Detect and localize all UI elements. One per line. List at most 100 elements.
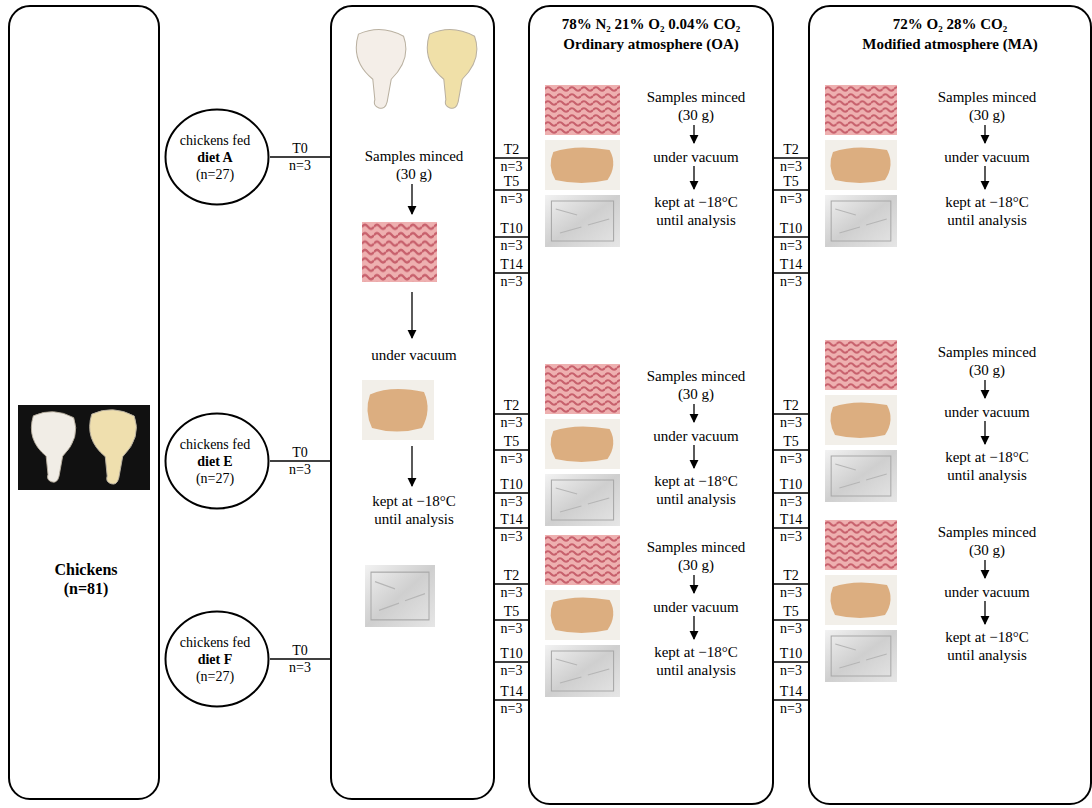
time-label: T2 bbox=[774, 142, 808, 157]
time-label: T14 bbox=[495, 684, 528, 699]
sample-count: n=3 bbox=[774, 238, 808, 253]
sample-count: n=3 bbox=[270, 158, 330, 173]
flow-arrow bbox=[411, 446, 412, 486]
node-text: Samples minced (30 g) bbox=[641, 538, 751, 574]
node-text: kept at −18°C until analysis bbox=[932, 448, 1042, 484]
time-label: T14 bbox=[774, 684, 808, 699]
sampling-line bbox=[774, 699, 808, 701]
chicken-photo bbox=[18, 405, 150, 490]
sampling-line bbox=[774, 189, 808, 191]
sample-count: n=3 bbox=[774, 415, 808, 430]
sample-count: n=3 bbox=[495, 415, 528, 430]
sample-count: n=3 bbox=[495, 494, 528, 509]
sampling-line bbox=[270, 460, 330, 462]
sampling-line bbox=[774, 413, 808, 415]
vacuum-sample-photo bbox=[545, 419, 620, 469]
time-label: T10 bbox=[495, 477, 528, 492]
vacuum-sample-photo bbox=[825, 395, 897, 445]
sample-count: n=3 bbox=[774, 701, 808, 716]
node-text: chickens fed bbox=[164, 436, 266, 453]
flow-arrow bbox=[411, 184, 412, 214]
sampling-line bbox=[270, 658, 330, 660]
node-text: kept at −18°C until analysis bbox=[641, 472, 751, 508]
minced-meat-photo bbox=[545, 535, 620, 585]
node-text: Samples minced (30 g) bbox=[359, 147, 469, 183]
chicken-leg bbox=[356, 29, 406, 108]
sample-count: n=3 bbox=[495, 238, 528, 253]
time-label: T10 bbox=[495, 646, 528, 661]
node-text: under vacuum bbox=[932, 583, 1042, 601]
chicken-leg bbox=[31, 412, 75, 483]
node-text: 72% O₂ 28% CO₂ bbox=[812, 15, 1088, 33]
node-text: Modified atmosphere (MA) bbox=[812, 35, 1088, 53]
minced-meat-photo bbox=[362, 222, 437, 282]
time-label: T14 bbox=[774, 512, 808, 527]
node-text: 78% N₂ 21% O₂ 0.04% CO₂ bbox=[532, 15, 770, 33]
foil-package-photo bbox=[365, 565, 435, 627]
node-text: Samples minced (30 g) bbox=[641, 367, 751, 403]
sampling-line bbox=[495, 661, 528, 663]
sampling-line bbox=[774, 157, 808, 159]
sample-count: n=3 bbox=[774, 274, 808, 289]
time-label: T10 bbox=[495, 221, 528, 236]
atmosphere-box: 78% N₂ 21% O₂ 0.04% CO₂ Ordinary atmosphe… bbox=[528, 5, 774, 805]
node-text: kept at −18°C until analysis bbox=[641, 193, 751, 229]
time-label: T14 bbox=[495, 257, 528, 272]
atmosphere-box: 72% O₂ 28% CO₂ Modified atmosphere (MA) Sa… bbox=[808, 5, 1092, 805]
sampling-line bbox=[495, 189, 528, 191]
node-text: Ordinary atmosphere (OA) bbox=[532, 35, 770, 53]
chicken-leg bbox=[427, 29, 477, 108]
node-text: kept at −18°C until analysis bbox=[359, 492, 469, 528]
node-text: (n=27) bbox=[164, 470, 266, 487]
sample-count: n=3 bbox=[774, 191, 808, 206]
flow-arrow bbox=[693, 575, 694, 593]
sampling-line bbox=[774, 236, 808, 238]
sample-count: n=3 bbox=[270, 462, 330, 477]
sample-count: n=3 bbox=[774, 159, 808, 174]
sample-count: n=3 bbox=[495, 451, 528, 466]
time-label: T10 bbox=[774, 477, 808, 492]
time-label: T2 bbox=[774, 398, 808, 413]
sample-count: n=3 bbox=[495, 529, 528, 544]
sampling-line bbox=[495, 413, 528, 415]
sample-count: n=3 bbox=[774, 621, 808, 636]
time-label: T10 bbox=[774, 221, 808, 236]
flow-arrow bbox=[693, 404, 694, 422]
vacuum-sample-photo bbox=[825, 140, 897, 190]
sample-count: n=3 bbox=[774, 663, 808, 678]
sampling-line bbox=[774, 272, 808, 274]
minced-meat-photo bbox=[545, 85, 620, 135]
sampling-line bbox=[774, 527, 808, 529]
time-label: T5 bbox=[774, 434, 808, 449]
sampling-line bbox=[495, 236, 528, 238]
sample-count: n=3 bbox=[495, 274, 528, 289]
sampling-box: Samples minced (30 g) under vacuum kept at… bbox=[330, 5, 495, 800]
sampling-line bbox=[495, 527, 528, 529]
vacuum-sample-photo bbox=[825, 575, 897, 625]
sample-count: n=3 bbox=[774, 451, 808, 466]
foil-package-photo bbox=[545, 645, 620, 697]
node-text: under vacuum bbox=[359, 346, 469, 364]
sample-count: n=3 bbox=[495, 621, 528, 636]
node-text: Samples minced (30 g) bbox=[932, 343, 1042, 379]
foil-package-photo bbox=[825, 195, 897, 247]
sampling-line bbox=[774, 619, 808, 621]
node-text: Samples minced (30 g) bbox=[932, 88, 1042, 124]
node-text: chickens fed bbox=[164, 132, 266, 149]
flow-arrow bbox=[984, 380, 985, 398]
flow-arrow bbox=[693, 616, 694, 639]
sampling-line bbox=[270, 156, 330, 158]
sampling-line bbox=[774, 661, 808, 663]
minced-meat-photo bbox=[825, 520, 897, 570]
vacuum-sample-photo bbox=[545, 140, 620, 190]
node-text: under vacuum bbox=[932, 403, 1042, 421]
node-text: under vacuum bbox=[932, 148, 1042, 166]
flow-arrow bbox=[693, 166, 694, 189]
flow-arrow bbox=[411, 292, 412, 338]
sampling-line bbox=[495, 619, 528, 621]
foil-package-photo bbox=[825, 450, 897, 502]
minced-meat-photo bbox=[825, 85, 897, 135]
node-text: Chickens (n=81) bbox=[41, 560, 131, 598]
flow-arrow bbox=[693, 445, 694, 468]
